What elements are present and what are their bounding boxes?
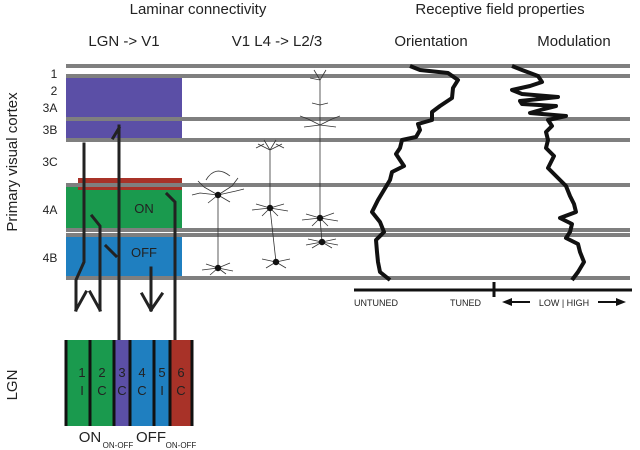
neuron-dendrites bbox=[261, 258, 291, 269]
lgn-layer-1-number: 1 bbox=[78, 365, 85, 380]
lgn-layer-3-number: 3 bbox=[118, 365, 125, 380]
lgn-layer-dividers bbox=[64, 340, 194, 426]
layer-label-1: 1 bbox=[51, 67, 58, 81]
layer-label-4a: 4A bbox=[43, 203, 58, 217]
neuron-soma bbox=[318, 238, 326, 246]
neuron-dendrites bbox=[305, 238, 339, 249]
lgn-group-off: OFF bbox=[136, 429, 166, 446]
scale-tuned: TUNED bbox=[450, 298, 481, 308]
lgn-layer-4-eye: C bbox=[137, 383, 146, 398]
lgn-layer-2 bbox=[90, 340, 114, 426]
layer-2-3-purple-block bbox=[66, 78, 182, 138]
neuron-soma bbox=[214, 191, 222, 199]
column-modulation: Modulation bbox=[537, 33, 610, 50]
band-off-label: OFF bbox=[131, 245, 157, 260]
axon-layer-6 bbox=[164, 191, 177, 342]
axon-layer-1 bbox=[74, 142, 86, 312]
neuron-dendrites bbox=[301, 212, 339, 227]
lgn-layer-6-number: 6 bbox=[177, 365, 184, 380]
lgn-layer-5-eye: I bbox=[160, 383, 164, 398]
scale-low-high: LOW | HIGH bbox=[539, 298, 589, 308]
axon-layer-3-tick bbox=[110, 125, 122, 141]
layer-label-3a: 3A bbox=[43, 101, 58, 115]
column-v1-l4: V1 L4 -> L2/3 bbox=[232, 33, 322, 50]
column-orientation: Orientation bbox=[394, 33, 467, 50]
layer-label-3c: 3C bbox=[42, 155, 58, 169]
axon-layer-5-branch bbox=[148, 291, 165, 313]
lgn-layer-5-number: 5 bbox=[158, 365, 165, 380]
column-lgn-v1: LGN -> V1 bbox=[88, 33, 159, 50]
scale-bars bbox=[354, 282, 632, 297]
neuron-axon bbox=[319, 217, 323, 243]
layer-label-3b: 3B bbox=[43, 123, 58, 137]
neuron-dendrites bbox=[191, 177, 245, 204]
layer-label-4b: 4B bbox=[43, 251, 58, 265]
scale-left-arrow-icon bbox=[502, 298, 512, 306]
neuron-dendrites bbox=[205, 170, 231, 181]
lgn-layer-6-eye: C bbox=[176, 383, 185, 398]
neuron-soma bbox=[272, 258, 280, 266]
layer-label-2: 2 bbox=[51, 84, 58, 98]
heading-laminar-connectivity: Laminar connectivity bbox=[130, 1, 267, 18]
scale-right-arrow-icon bbox=[616, 298, 626, 306]
label-lgn: LGN bbox=[4, 370, 21, 401]
neuron-dendrites bbox=[311, 102, 329, 106]
lgn-layer-6 bbox=[170, 340, 192, 426]
neuron-soma bbox=[214, 264, 222, 272]
lgn-layer-3 bbox=[114, 340, 130, 426]
lgn-axons bbox=[73, 124, 177, 342]
lgn-layer-2-eye: C bbox=[97, 383, 106, 398]
lgn-layer-4 bbox=[130, 340, 154, 426]
neuron-axon bbox=[269, 207, 277, 263]
neuron-soma bbox=[316, 214, 324, 222]
band-on-label: ON bbox=[134, 201, 154, 216]
modulation-trace bbox=[510, 64, 586, 282]
lgn-layer-5 bbox=[154, 340, 170, 426]
axon-off-tick bbox=[103, 243, 119, 259]
neuron-soma bbox=[266, 204, 274, 212]
neuron-dendrites bbox=[299, 115, 341, 128]
scale-untuned: UNTUNED bbox=[354, 298, 398, 308]
axon-layer-2 bbox=[89, 213, 102, 312]
lgn-group-on: ON bbox=[79, 429, 102, 446]
lgn-group-on-off-1: ON-OFF bbox=[103, 441, 134, 450]
layer-boundaries bbox=[66, 64, 630, 280]
lgn-layer-stack: 1 I 2 C 3 C 4 C 5 I 6 C bbox=[64, 340, 194, 426]
lgn-layer-3-eye: C bbox=[117, 383, 126, 398]
axon-layer-1-branch bbox=[73, 289, 89, 313]
lgn-layer-1 bbox=[66, 340, 90, 426]
lgn-group-on-off-2: ON-OFF bbox=[166, 441, 197, 450]
orientation-trace bbox=[370, 64, 460, 282]
axon-layer-4-branch bbox=[139, 291, 154, 313]
neuron-dendrites bbox=[309, 69, 327, 81]
heading-receptive-field: Receptive field properties bbox=[415, 1, 584, 18]
lgn-layer-1-eye: I bbox=[80, 383, 84, 398]
neuron-dendrites bbox=[255, 139, 285, 151]
neuron-dendrites bbox=[201, 262, 234, 276]
v1-neurons bbox=[191, 69, 341, 276]
lgn-layer-4-number: 4 bbox=[138, 365, 145, 380]
neuron-dendrites bbox=[251, 203, 289, 217]
neuron-somata bbox=[214, 191, 326, 272]
axon-layer-2-branch bbox=[87, 289, 103, 313]
lgn-layer-2-number: 2 bbox=[98, 365, 105, 380]
label-primary-visual-cortex: Primary visual cortex bbox=[4, 92, 21, 232]
